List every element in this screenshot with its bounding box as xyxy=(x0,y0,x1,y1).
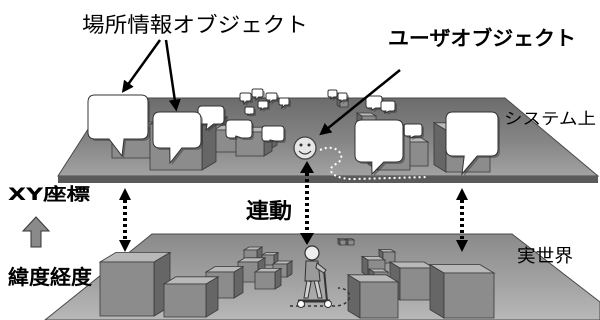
scooter-wheel-front xyxy=(324,300,332,308)
box-front-face xyxy=(399,267,435,301)
bubble-body xyxy=(244,106,255,116)
bubble-body xyxy=(278,97,290,110)
location-object-bubble xyxy=(251,88,265,102)
smiley-eye-left xyxy=(299,143,303,147)
bubble-body xyxy=(337,92,348,104)
bubble-body xyxy=(365,95,383,111)
real-user-trajectory xyxy=(290,287,351,307)
bubble-body xyxy=(197,105,225,132)
bubble-body xyxy=(445,111,499,176)
link-arrow-left xyxy=(119,188,131,252)
box-side-face xyxy=(429,263,445,319)
arrowhead-down xyxy=(300,233,314,245)
box-front-face xyxy=(359,281,399,319)
scooter-stem xyxy=(323,269,328,302)
location-object-bubble xyxy=(337,92,349,104)
building-box xyxy=(98,251,172,317)
bubble-body xyxy=(225,119,253,139)
location-object-bubble xyxy=(265,92,279,105)
user-object-arrow xyxy=(319,69,401,136)
smiley-eye-right xyxy=(307,143,311,147)
bubble-body xyxy=(265,92,278,105)
latitude-longitude-label: 緯度経度 xyxy=(8,265,93,289)
user-object-label: ユーザオブジェクト xyxy=(388,26,576,50)
up-arrow-icon xyxy=(21,216,51,248)
box-front-face xyxy=(339,239,347,246)
bubble-body xyxy=(327,89,338,101)
bubble-body xyxy=(251,88,264,102)
real-world-plane-label: 実世界 xyxy=(517,246,573,267)
user-object-trajectory xyxy=(319,146,429,181)
location-object-arrow-right xyxy=(164,39,181,112)
location-object-bubble xyxy=(278,97,291,110)
building-box xyxy=(346,274,400,319)
bubble-body xyxy=(403,123,423,139)
building-box xyxy=(162,276,220,318)
arrowhead-up xyxy=(119,188,131,200)
bubble-body xyxy=(239,92,252,106)
bubble-body xyxy=(354,119,404,176)
scooter-wheel-rear xyxy=(297,300,305,308)
arrowhead-up xyxy=(456,188,468,200)
location-object-bubble xyxy=(197,105,226,132)
box-front-face xyxy=(443,272,495,319)
bubble-body xyxy=(261,125,285,142)
location-object-bubble xyxy=(445,111,500,176)
person-on-scooter-icon xyxy=(297,245,332,308)
linked-label: 連動 xyxy=(246,199,292,223)
smiley-face xyxy=(293,136,317,160)
real-world-buildings xyxy=(98,238,496,319)
box-front-face xyxy=(99,261,155,317)
box-front-face xyxy=(254,271,276,290)
location-objects-label: 場所情報オブジェクト xyxy=(82,13,308,37)
location-object-bubble xyxy=(239,92,253,106)
location-object-bubbles xyxy=(87,88,500,176)
bubble-body xyxy=(257,100,269,112)
person-head xyxy=(304,245,320,261)
arrowhead-down xyxy=(119,240,131,252)
bubble-body xyxy=(380,100,396,115)
link-arrow-right xyxy=(456,188,468,252)
arrowhead-up xyxy=(300,161,314,173)
building-box xyxy=(344,238,356,246)
building-box xyxy=(253,267,283,290)
building-box xyxy=(336,238,348,246)
location-object-bubble xyxy=(261,125,286,143)
location-object-bubble xyxy=(87,94,150,158)
system-plane-label: システム上 xyxy=(504,109,596,128)
box-front-face xyxy=(163,283,207,318)
location-object-bubble xyxy=(225,119,254,140)
bubble-body xyxy=(152,111,202,165)
location-object-bubble xyxy=(327,89,339,101)
bubble-body xyxy=(87,94,149,158)
location-object-arrow-left xyxy=(121,39,162,93)
xy-coordinates-label: XY座標 xyxy=(8,184,90,205)
link-arrow-center xyxy=(300,161,314,245)
person-arm xyxy=(315,262,327,274)
smiley-mouth xyxy=(298,150,312,155)
box-front-face xyxy=(347,239,355,246)
location-object-bubble xyxy=(244,106,256,117)
location-object-bubble xyxy=(152,111,203,165)
building-box xyxy=(428,263,496,319)
box-side-face xyxy=(433,122,447,173)
arrowhead-down xyxy=(456,240,468,252)
location-object-bubble xyxy=(257,100,270,112)
smiley-face-icon xyxy=(293,136,317,160)
location-object-bubble xyxy=(380,100,397,115)
location-object-bubble xyxy=(365,95,384,112)
system-plane-front-edge xyxy=(58,176,598,183)
location-object-bubble xyxy=(403,123,424,140)
location-object-bubble xyxy=(354,119,405,176)
